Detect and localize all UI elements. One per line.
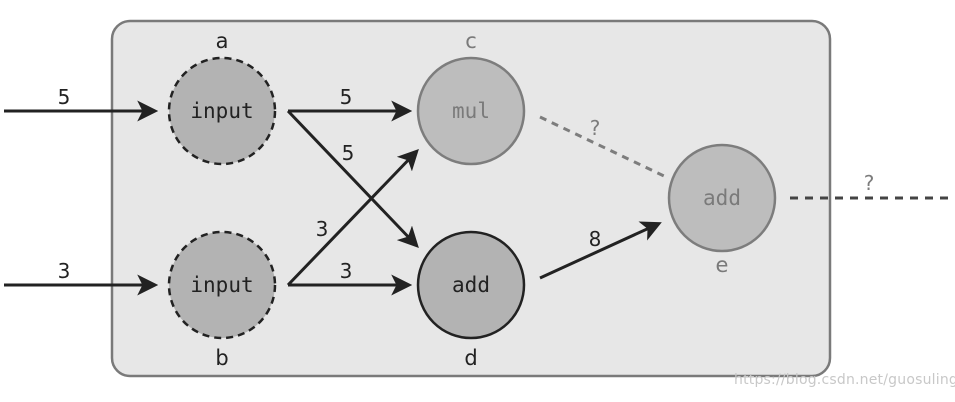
node-d-letter: d (464, 346, 477, 370)
edge-label-c-to-e: ? (590, 116, 601, 140)
node-a-letter: a (216, 29, 229, 53)
edge-c-to-e (539, 115, 665, 178)
node-e: add (667, 143, 777, 253)
node-c: mul (416, 56, 526, 166)
edge-label-a-to-c: 5 (340, 85, 353, 109)
edge-label-input-b: 3 (58, 259, 71, 283)
node-b-letter: b (215, 346, 228, 370)
node-a: input (167, 56, 277, 166)
edge-label-input-a: 5 (58, 85, 71, 109)
edge-b-to-c (286, 148, 419, 287)
node-c-letter: c (465, 29, 477, 53)
node-d-label: add (452, 273, 490, 297)
edge-label-b-to-c: 3 (316, 217, 329, 241)
node-b-label: input (190, 273, 253, 297)
edge-label-a-to-d: 5 (342, 141, 355, 165)
edge-label-b-to-d: 3 (340, 259, 353, 283)
watermark: https://blog.csdn.net/guosuling (734, 372, 955, 388)
node-b: input (167, 230, 277, 340)
edge-label-d-to-e: 8 (589, 227, 602, 251)
node-c-label: mul (452, 99, 490, 123)
edge-label-e-output: ? (864, 171, 875, 195)
node-d: add (416, 230, 526, 340)
node-a-label: input (190, 99, 253, 123)
edge-d-to-e (539, 221, 662, 280)
node-e-letter: e (716, 253, 729, 277)
node-e-label: add (703, 186, 741, 210)
edge-a-to-d (286, 109, 419, 249)
